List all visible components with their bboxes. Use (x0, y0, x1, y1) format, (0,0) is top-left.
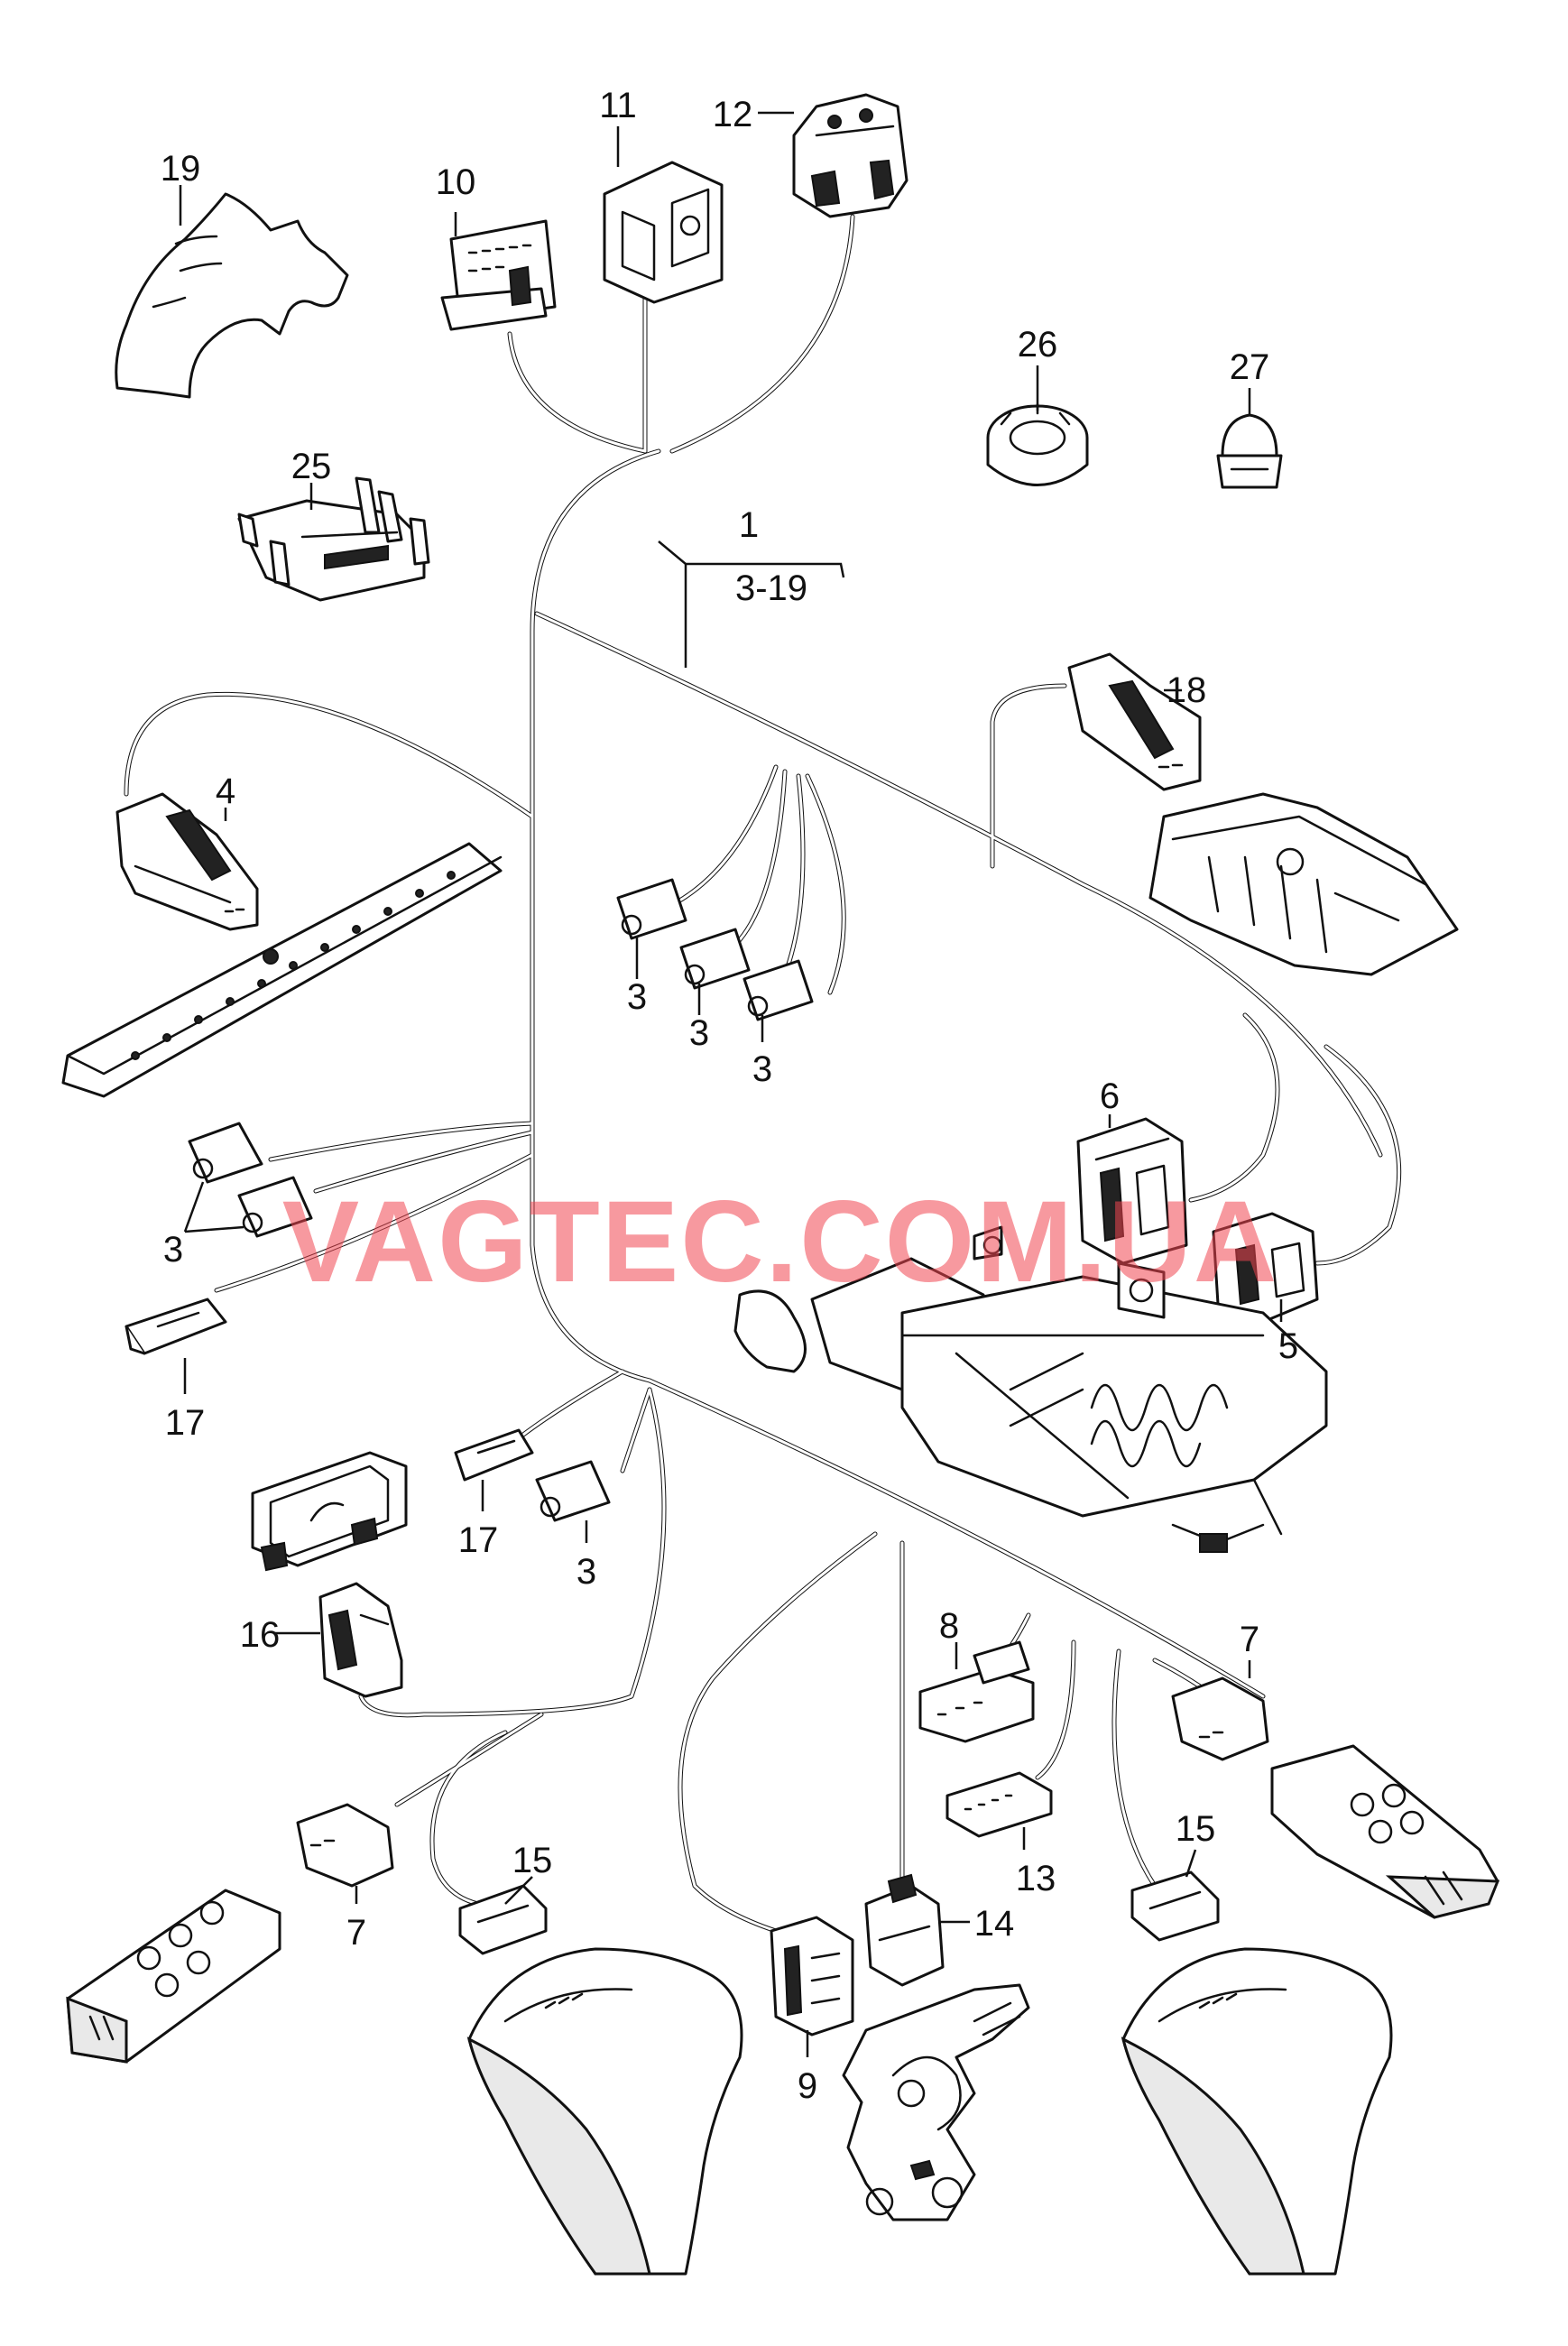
callout-labels: 19 10 11 12 25 26 27 1 3-19 18 4 3 3 3 3… (161, 86, 1298, 2106)
callout-25: 25 (291, 447, 332, 486)
callout-14: 14 (974, 1904, 1015, 1944)
part-3-plug-a (616, 878, 687, 940)
part-3-plug-c (742, 959, 814, 1021)
part-5-connector (1212, 1212, 1319, 1324)
callout-11: 11 (599, 86, 637, 125)
callout-7a: 7 (1240, 1620, 1259, 1659)
part-17-plug-left (125, 1298, 227, 1355)
part-15-plug-left (458, 1884, 548, 1955)
callout-5: 5 (1278, 1326, 1298, 1366)
callout-19: 19 (161, 149, 201, 189)
callout-3c: 3 (752, 1049, 772, 1089)
callout-17a: 17 (165, 1403, 206, 1443)
part-16-connector (318, 1582, 403, 1698)
callout-18: 18 (1167, 670, 1207, 710)
part-11-socket (603, 161, 724, 304)
part-3-plug-d (188, 1122, 263, 1184)
callout-1-range: 3-19 (735, 568, 807, 608)
part-4-connector (115, 792, 259, 931)
watermark: VAGTEC.COM.UA (282, 1178, 1279, 1307)
cover-right (1121, 1947, 1393, 2276)
part-6-connector (1076, 1117, 1188, 1265)
part-15-plug-right (1130, 1870, 1220, 1942)
part-18-connector (1067, 652, 1202, 791)
callout-9: 9 (798, 2066, 817, 2106)
part-10-connector (440, 219, 557, 331)
callout-13: 13 (1016, 1859, 1056, 1898)
part-27-cap (1216, 413, 1283, 489)
lock-mechanism (842, 1983, 1030, 2221)
callout-8: 8 (939, 1606, 959, 1646)
leader-lines (179, 111, 1283, 2057)
callout-6: 6 (1100, 1076, 1120, 1116)
callout-15a: 15 (1176, 1809, 1216, 1849)
part-7-holder-left (66, 1889, 281, 2064)
part-14-connector (864, 1873, 945, 1987)
harness-wires (124, 214, 1402, 1934)
callout-26: 26 (1018, 325, 1058, 365)
part-13-block (945, 1771, 1053, 1838)
part-26-ring (986, 402, 1089, 486)
part-7-holder-right (1270, 1744, 1500, 1919)
part-4-bar (61, 842, 503, 1098)
part-17-plug-right (454, 1428, 534, 1482)
callout-12: 12 (713, 95, 753, 134)
callout-15b: 15 (512, 1841, 553, 1880)
part-7-connector-right (1171, 1676, 1269, 1761)
callout-3e: 3 (576, 1552, 596, 1592)
cover-left (466, 1947, 743, 2276)
part-8-connector (918, 1640, 1035, 1743)
part-3-plug-f (535, 1460, 611, 1522)
callout-1: 1 (739, 505, 759, 545)
callout-7b: 7 (346, 1913, 366, 1953)
callout-17b: 17 (458, 1520, 499, 1560)
part-18-housing (1148, 792, 1459, 976)
part-19-bracket (115, 192, 349, 399)
callout-10: 10 (436, 162, 476, 202)
part-3-plugs (188, 878, 814, 1522)
part-3-plug-e (237, 1176, 313, 1238)
part-12-connector (792, 93, 909, 218)
callout-4: 4 (216, 771, 235, 811)
motor-assembly (733, 1225, 1328, 1553)
part-9-connector (770, 1916, 854, 2037)
part-16-switch (251, 1451, 408, 1572)
callout-16: 16 (240, 1615, 281, 1655)
callout-27: 27 (1230, 347, 1270, 387)
callout-3d: 3 (163, 1230, 183, 1270)
part-25-clip (237, 476, 430, 602)
part-7-connector-left (296, 1803, 394, 1888)
callout-3a: 3 (627, 977, 647, 1017)
part-3-plug-b (679, 928, 751, 990)
callout-3b: 3 (689, 1013, 709, 1053)
